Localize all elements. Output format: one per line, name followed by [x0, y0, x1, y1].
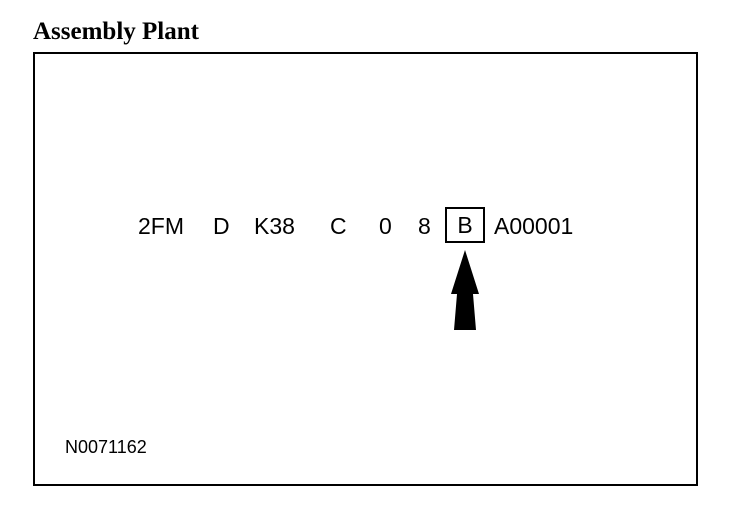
vin-segment-assembly-plant-highlighted: B: [445, 207, 485, 243]
vin-segment-restraint: D: [213, 213, 230, 239]
reference-number: N0071162: [65, 437, 147, 457]
vin-segment-model: K38: [254, 213, 295, 239]
pointer-arrow-icon: [451, 250, 479, 330]
vin-segment-serial: A00001: [494, 213, 574, 239]
vin-segment-check-digit: 0: [379, 213, 392, 239]
vin-segment-model-year: 8: [418, 213, 431, 239]
vin-segment-engine: C: [330, 213, 347, 239]
vin-segment-wmi: 2FM: [138, 213, 184, 239]
diagram-frame: [33, 52, 698, 486]
diagram-title: Assembly Plant: [33, 18, 199, 45]
